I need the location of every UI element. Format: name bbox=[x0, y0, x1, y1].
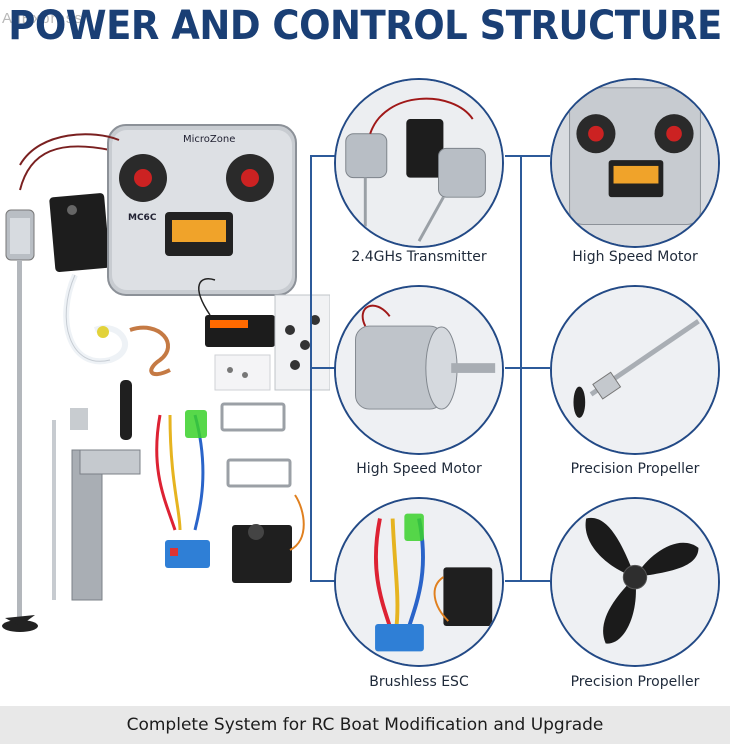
connector-line bbox=[310, 580, 338, 582]
dc-motor-pair-icon bbox=[336, 80, 502, 246]
kit-components-photo: MicroZone MC6C bbox=[2, 124, 330, 632]
mounting-brackets bbox=[70, 380, 292, 488]
copper-tube bbox=[129, 325, 171, 377]
motor-shaft-assembly bbox=[2, 145, 111, 632]
transmitter-model: MC6C bbox=[128, 213, 157, 223]
motor-mount bbox=[49, 193, 111, 272]
esc-circle bbox=[334, 497, 504, 667]
connector-line bbox=[505, 367, 550, 369]
motor-circle bbox=[334, 285, 504, 455]
transmitter-brand: MicroZone bbox=[183, 134, 235, 145]
servo-unit bbox=[232, 494, 305, 583]
feature-caption: Brushless ESC bbox=[369, 674, 469, 690]
hardware-bag bbox=[214, 294, 330, 391]
propeller-shaft-icon bbox=[552, 287, 718, 453]
connector-line bbox=[310, 367, 338, 369]
rudder-assembly bbox=[52, 420, 141, 601]
footer-banner: Complete System for RC Boat Modification… bbox=[0, 706, 730, 744]
silicone-tube bbox=[63, 273, 128, 365]
motor-icon bbox=[336, 287, 502, 453]
dc-motor-pair-circle bbox=[334, 78, 504, 248]
propeller-circle bbox=[550, 497, 720, 667]
feature-caption: Precision Propeller bbox=[570, 461, 700, 477]
transmitter-unit: MicroZone MC6C bbox=[19, 124, 297, 296]
connector-line bbox=[505, 580, 550, 582]
connector-line bbox=[310, 155, 338, 157]
propeller-icon bbox=[552, 499, 718, 665]
transmitter-circle bbox=[550, 78, 720, 248]
feature-caption: High Speed Motor bbox=[356, 461, 482, 477]
esc-unit bbox=[155, 410, 210, 568]
watermark: AliExpress bbox=[2, 10, 83, 27]
feature-caption: High Speed Motor bbox=[572, 249, 698, 265]
esc-icon bbox=[336, 499, 502, 665]
feature-caption: Precision Propeller bbox=[570, 674, 700, 690]
propeller-shaft-circle bbox=[550, 285, 720, 455]
connector-line bbox=[505, 155, 550, 157]
page-title: POWER AND CONTROL STRUCTURE bbox=[8, 2, 722, 49]
receiver-unit bbox=[198, 278, 275, 347]
transmitter-icon bbox=[552, 80, 718, 246]
feature-caption: 2.4GHs Transmitter bbox=[351, 249, 487, 265]
